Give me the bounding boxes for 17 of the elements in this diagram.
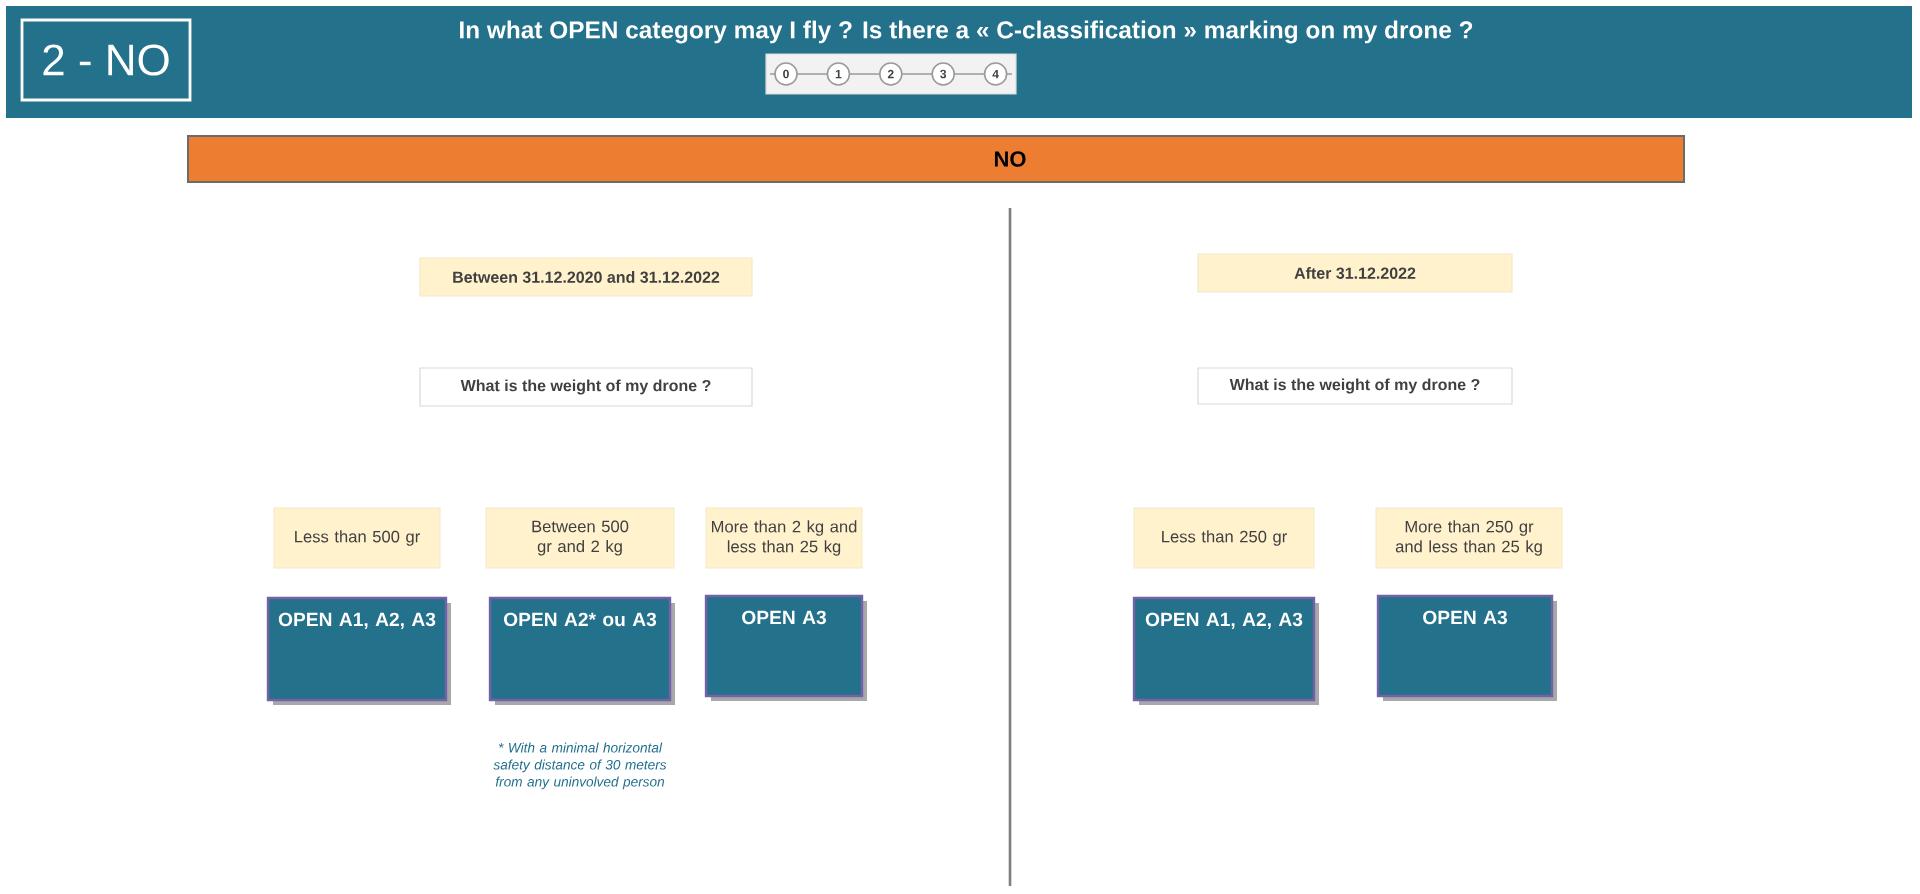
heading-box: 2 - NO	[20, 18, 192, 102]
category-box: OPEN A3	[1376, 594, 1557, 701]
date-box: After 31.12.2022	[1197, 253, 1513, 293]
category-box: OPEN A2* ou A3	[488, 596, 675, 705]
weight-box: More than 2 kg and less than 25 kg	[705, 507, 863, 569]
question-box: What is the weight of my drone ?	[1197, 367, 1513, 405]
weight-box: More than 250 gr and less than 25 kg	[1375, 507, 1563, 569]
banner: NO	[187, 135, 1685, 183]
title: In what OPEN category may I fly ? Is there a « C-classification » marking on my drone ?	[460, 20, 1473, 44]
weight-box: Less than 500 gr	[273, 507, 441, 569]
category-box: OPEN A1, A2, A3	[1132, 596, 1319, 705]
weight-box: Less than 250 gr	[1133, 507, 1315, 569]
category-box: OPEN A3	[704, 594, 867, 701]
weight-box: Between 500 gr and 2 kg	[485, 507, 675, 569]
question-box: What is the weight of my drone ?	[419, 367, 753, 407]
date-box: Between 31.12.2020 and 31.12.2022	[419, 257, 753, 297]
category-box: OPEN A1, A2, A3	[266, 596, 451, 705]
